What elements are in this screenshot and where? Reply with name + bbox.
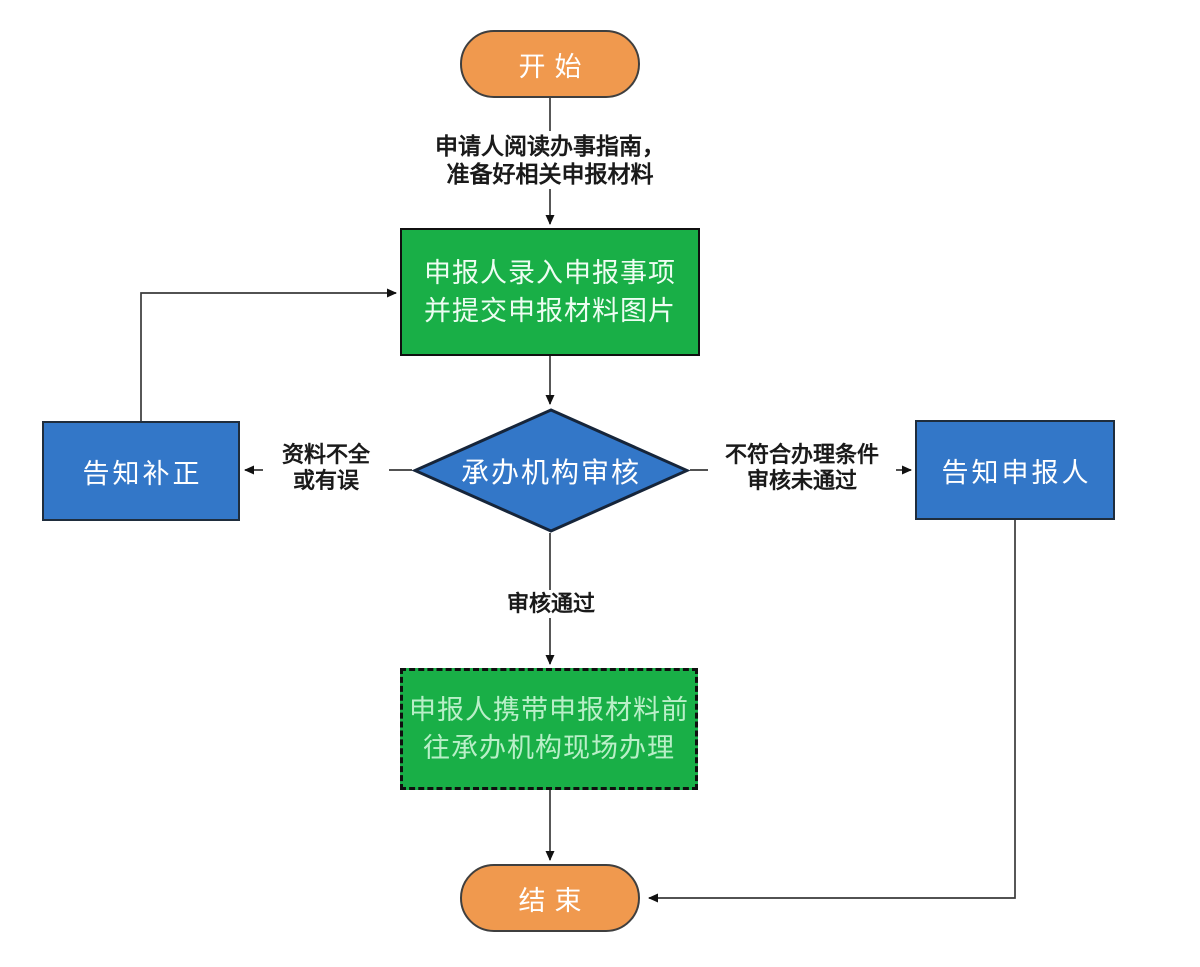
onsite-processing-line2: 往承办机构现场办理 [423, 733, 675, 763]
notify-correction-node: 告知补正 [42, 421, 240, 521]
prepare-materials-line2: 准备好相关申报材料 [446, 161, 654, 187]
start-node: 开始 [460, 30, 640, 98]
edge-label-review-rejected: 不符合办理条件 审核未通过 [708, 440, 896, 496]
edge-label-review-passed: 审核通过 [498, 590, 604, 618]
notify-correction-label: 告知补正 [82, 458, 203, 489]
prepare-materials-line1: 申请人阅读办事指南， [435, 133, 665, 159]
edge-label-rejected-line2: 审核未通过 [746, 468, 857, 493]
decision-diamond-shape [412, 408, 690, 533]
edge-label-passed-text: 审核通过 [506, 591, 595, 616]
agency-review-label: 承办机构审核 [460, 456, 641, 488]
onsite-processing-line1: 申报人携带申报材料前 [409, 695, 689, 725]
submit-declaration-line1: 申报人录入申报事项 [424, 258, 676, 288]
agency-review-decision-node: 承办机构审核 [412, 408, 690, 533]
edge-label-incomplete-line2: 或有误 [292, 468, 359, 493]
end-node: 结束 [460, 864, 640, 932]
onsite-processing-label: 申报人携带申报材料前 往承办机构现场办理 [409, 691, 689, 767]
notify-applicant-label: 告知申报人 [941, 457, 1092, 488]
notify-applicant-node: 告知申报人 [915, 420, 1115, 520]
submit-declaration-line2: 并提交申报材料图片 [424, 296, 676, 326]
submit-declaration-node: 申报人录入申报事项 并提交申报材料图片 [400, 228, 700, 356]
end-label: 结束 [518, 885, 591, 916]
edge-label-rejected-line1: 不符合办理条件 [724, 442, 879, 467]
onsite-processing-node: 申报人携带申报材料前 往承办机构现场办理 [400, 668, 698, 790]
submit-declaration-label: 申报人录入申报事项 并提交申报材料图片 [424, 254, 676, 330]
edge-notify-applicant-to-end [648, 520, 1016, 903]
edge-label-incomplete-materials: 资料不全 或有误 [263, 440, 389, 496]
edge-notify-fix-to-submit [140, 288, 397, 421]
edge-label-incomplete-line1: 资料不全 [281, 442, 370, 467]
start-label: 开始 [518, 51, 591, 82]
prepare-materials-note: 申请人阅读办事指南， 准备好相关申报材料 [408, 131, 692, 189]
